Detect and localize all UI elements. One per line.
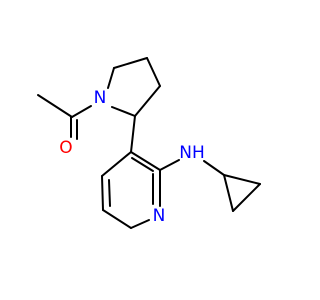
bond-ch2-ch2-a (113, 57, 148, 69)
bond-carbonyl-n (71, 105, 92, 118)
bond-pyr-c5-c6 (102, 209, 132, 229)
bond-methyl-carbonyl (37, 94, 73, 118)
atom-n-pyridine: N (153, 206, 166, 226)
atom-nh-amine: NH (179, 143, 205, 163)
bond-n-ch2 (107, 67, 115, 89)
bond-c2-nh (159, 159, 180, 171)
bond-pyr-c2-c3-inner (131, 157, 154, 172)
bond-ch2-ch (134, 85, 161, 117)
bond-ch-pyridine (130, 115, 136, 153)
bond-ch2-ch2-b (146, 57, 161, 87)
molecule-structure: N O N NH (37, 57, 261, 229)
bond-cyclopropyl-b (232, 183, 261, 212)
bond-cyclopropyl-c (223, 174, 261, 185)
bond-pyr-c3-c4 (101, 151, 132, 177)
bond-pyr-c4-c5 (101, 175, 104, 211)
bond-pyr-c2-c3 (130, 151, 161, 171)
bond-cyclopropyl-a (223, 174, 234, 212)
atom-o-carbonyl: O (59, 138, 72, 158)
bond-nh-cyclopropyl (203, 160, 225, 176)
molecule-canvas: N O N NH (37, 57, 261, 229)
bond-pyr-c4-c5-inner (108, 179, 111, 207)
bond-pyr-c6-n (130, 219, 150, 229)
atom-n-pyrrolidine: N (94, 88, 107, 108)
bond-ch-n (111, 106, 136, 117)
